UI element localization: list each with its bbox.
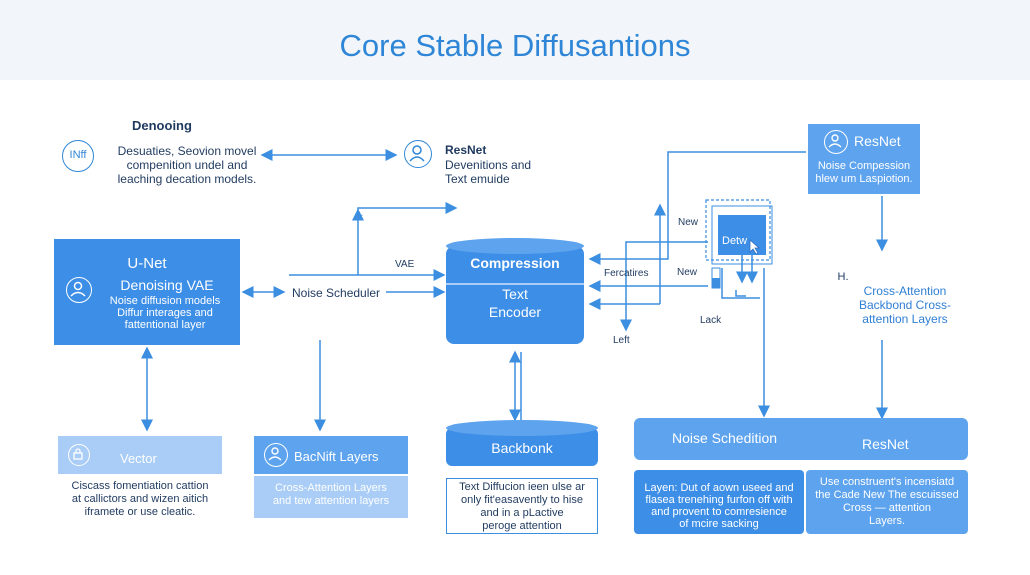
- h-icon: H.: [837, 271, 849, 283]
- resnet-mid-heading: ResNet: [445, 143, 487, 157]
- resnet-bottom-title: ResNet: [862, 436, 909, 452]
- header-band: [0, 0, 1030, 80]
- backnift-box: BacNift Layers: [254, 436, 408, 474]
- detw-label: Detw: [722, 235, 748, 247]
- noise-schedition-title: Noise Schedition: [672, 430, 778, 446]
- resnet-top-description: Noise Compession hlew um Laspiotion.: [815, 160, 913, 185]
- unet-box: U-Net Denoising VAE Noise diffusion mode…: [54, 239, 240, 345]
- cylinder-divider: [446, 283, 584, 285]
- user-icon: [824, 130, 848, 154]
- cross-attention-text: Cross-Attention Backbond Cross- attentio…: [858, 284, 952, 326]
- noise-scheduler-label: Noise Scheduler: [292, 286, 381, 300]
- resnet-top-box: ResNet Noise Compession hlew um Laspioti…: [808, 124, 920, 194]
- new-label-1: New: [678, 217, 699, 228]
- compression-label: Compression: [470, 255, 560, 271]
- new-label-2: New: [677, 267, 698, 278]
- user-icon: [66, 277, 92, 303]
- resnet-mid-description: Devenitions and Text emuide: [445, 158, 532, 186]
- text-encoder-label: Text Encoder: [488, 286, 542, 320]
- lock-icon: [68, 444, 90, 466]
- lack-label: Lack: [700, 315, 722, 326]
- cursor-icon: [749, 239, 761, 255]
- denoising-description: Desuaties, Seovion movel compenition und…: [117, 144, 257, 186]
- vae-label: VAE: [395, 259, 415, 270]
- cylinder-top: [446, 238, 584, 254]
- noise-schedition-header: Noise Schedition ResNet: [634, 418, 968, 460]
- fercatires-label: Fercatires: [604, 268, 649, 279]
- info-icon: INff: [62, 140, 94, 172]
- noise-schedition-description: Layen: Dut of aown useed and flasea tren…: [644, 482, 794, 530]
- resnet-bottom-description: Use construent's incensiatd the Cade New…: [815, 476, 959, 527]
- vector-description: Ciscass fomentiation cattion at callicto…: [71, 480, 209, 518]
- resnet-top-title: ResNet: [854, 133, 901, 149]
- backnift-title: BacNift Layers: [294, 449, 379, 464]
- unet-description: Noise diffusion models Diffur interages …: [109, 295, 221, 331]
- denoising-heading: Denooing: [132, 118, 192, 133]
- unet-title: U-Net: [127, 255, 167, 272]
- resnet-bottom-body: Use construent's incensiatd the Cade New…: [806, 470, 968, 534]
- user-icon: [404, 140, 432, 168]
- diagram-title: Core Stable Diffusantions: [339, 28, 691, 63]
- backbonk-description: Text Diffucion ieen ulse ar only fit'eas…: [446, 478, 598, 534]
- backnift-description-box: Cross-Attention Layers and tew attention…: [254, 476, 408, 518]
- backnift-description: Cross-Attention Layers and tew attention…: [272, 482, 390, 507]
- vector-title: Vector: [120, 451, 157, 466]
- noise-schedition-body: Layen: Dut of aown useed and flasea tren…: [634, 470, 804, 534]
- user-icon: [264, 443, 288, 467]
- compression-cylinder: [446, 246, 584, 344]
- backbonk-title: Backbonk: [491, 440, 553, 456]
- left-label: Left: [613, 335, 630, 346]
- unet-subtitle: Denoising VAE: [120, 277, 214, 293]
- svg-text:+: +: [356, 211, 364, 221]
- backbonk-top: [446, 420, 598, 436]
- detw-box: Detw: [718, 215, 766, 255]
- vector-box: Vector: [58, 436, 222, 474]
